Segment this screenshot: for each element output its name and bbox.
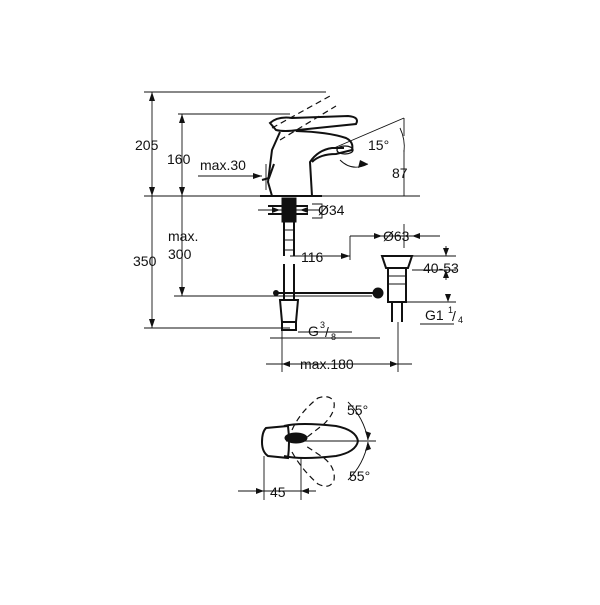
- dim-116: [290, 253, 350, 259]
- spout-aerator: [336, 145, 354, 155]
- label-15deg: 15°: [368, 137, 389, 153]
- label-max180: max.180: [300, 356, 354, 372]
- label-350: 350: [133, 253, 157, 269]
- label-45: 45: [270, 484, 286, 500]
- dim-55-arcs: [286, 401, 376, 481]
- label-g: G: [308, 323, 319, 339]
- label-116: 116: [301, 249, 324, 265]
- dim-g-3-8: [270, 331, 380, 339]
- pop-up-waste: [372, 255, 414, 322]
- label-g1-den: 4: [458, 315, 463, 325]
- label-55-down: 55°: [349, 468, 370, 484]
- dim-max180: [266, 322, 412, 372]
- dim-350: [144, 196, 290, 329]
- label-g1: G1: [425, 307, 444, 323]
- plan-body: [260, 424, 290, 460]
- dim-g1-quarter: [406, 294, 456, 325]
- label-g-slash: /: [325, 324, 329, 340]
- label-55-up: 55°: [347, 402, 368, 418]
- dim-205: [144, 91, 326, 196]
- label-g-den: 8: [331, 332, 336, 342]
- lever-raised-outline: [271, 95, 337, 141]
- label-g1-slash: /: [452, 308, 456, 324]
- lever-body: [268, 114, 358, 132]
- dim-160: [179, 114, 185, 196]
- faucet-spout: [295, 130, 354, 163]
- rod-joint: [273, 290, 279, 296]
- waste-lever: [372, 287, 384, 299]
- dim-max30: [198, 164, 267, 190]
- label-87: 87: [392, 165, 408, 181]
- dim-15deg: [333, 117, 405, 168]
- plan-logo: [284, 432, 308, 444]
- dim-dia63: [349, 224, 440, 260]
- faucet-body: [266, 131, 344, 197]
- label-300: 300: [168, 246, 192, 262]
- dim-40-53: [412, 246, 456, 280]
- label-g1-num: 1: [448, 305, 453, 315]
- lever-right-position: [291, 445, 335, 487]
- label-dia34: Ø34: [318, 202, 345, 218]
- label-40-53: 40-53: [423, 260, 459, 276]
- pop-up-rod: [261, 163, 275, 181]
- label-dia63: Ø63: [383, 228, 410, 244]
- dim-max300: [174, 196, 372, 297]
- lever-left-position: [291, 396, 335, 439]
- dim-dia34: [258, 203, 323, 219]
- faucet-plan-view: [260, 396, 360, 487]
- label-205: 205: [135, 137, 159, 153]
- label-g-num: 3: [320, 320, 325, 330]
- dim-45: [238, 456, 316, 500]
- label-max: max.: [168, 228, 198, 244]
- label-max30: max.30: [200, 157, 246, 173]
- faucet-side-elevation: [260, 95, 358, 197]
- label-160: 160: [167, 151, 191, 167]
